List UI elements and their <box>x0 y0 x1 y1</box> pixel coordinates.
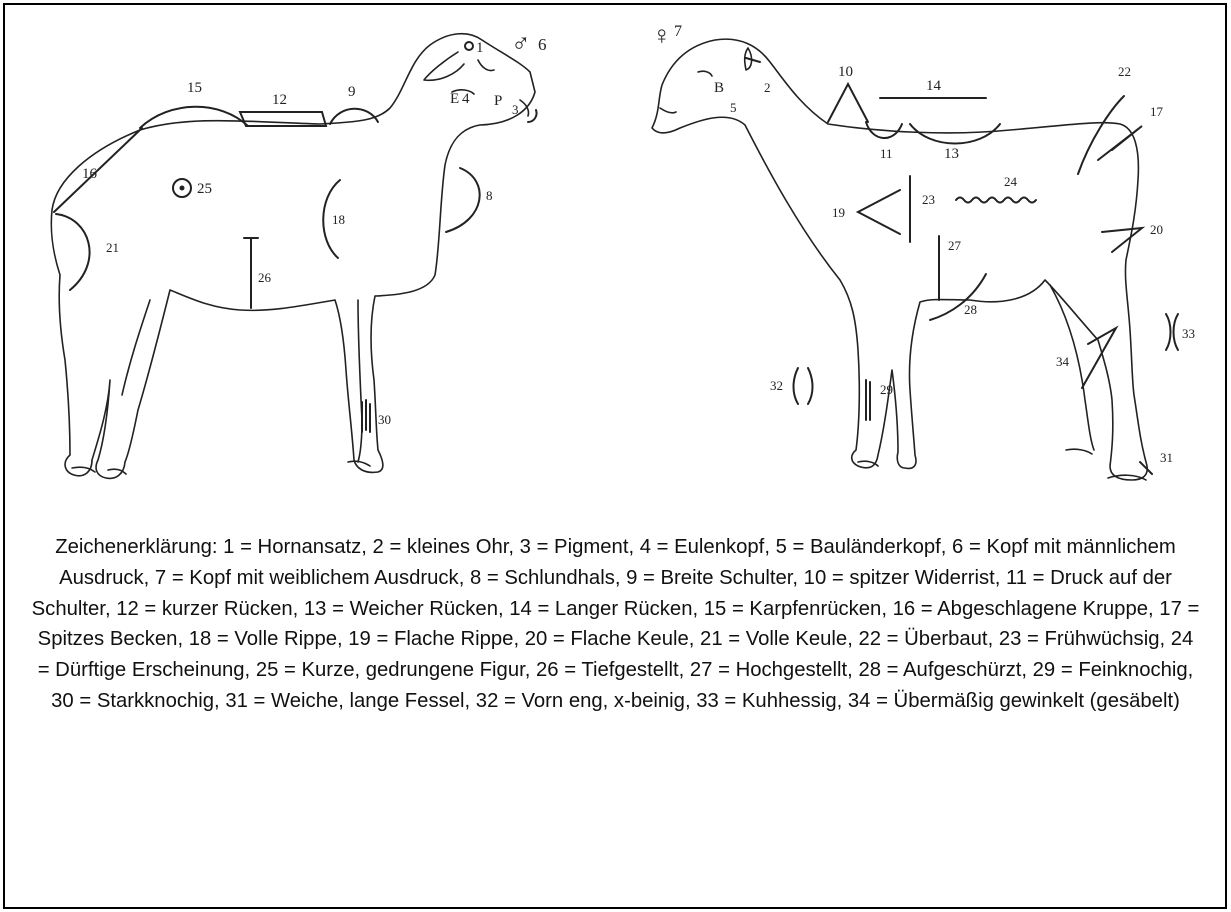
label-10: 10 <box>838 64 853 80</box>
label-23: 23 <box>922 192 935 207</box>
sheep-diagram: 15 12 9 1 ♂ 6 E 4 P 3 16 25 18 8 21 26 3… <box>0 0 1231 520</box>
label-6: 6 <box>538 35 547 54</box>
label-2: 2 <box>764 80 771 95</box>
label-26: 26 <box>258 270 272 285</box>
right-sheep-outline <box>652 39 1147 480</box>
label-29: 29 <box>880 382 893 397</box>
label-25: 25 <box>197 181 212 197</box>
label-3: 3 <box>512 102 519 117</box>
label-22: 22 <box>1118 64 1131 79</box>
label-13: 13 <box>944 146 959 162</box>
label-12: 12 <box>272 92 287 108</box>
label-24: 24 <box>1004 174 1018 189</box>
label-4: 4 <box>462 91 470 107</box>
legend-text: Zeichenerklärung: 1 = Hornansatz, 2 = kl… <box>30 532 1201 717</box>
label-34: 34 <box>1056 354 1070 369</box>
label-7: 7 <box>674 23 682 40</box>
label-8: 8 <box>486 188 493 203</box>
label-1: 1 <box>476 40 484 56</box>
label-20: 20 <box>1150 222 1163 237</box>
male-symbol: ♂ <box>511 29 531 58</box>
label-15: 15 <box>187 80 202 96</box>
label-e: E <box>450 91 459 107</box>
label-16: 16 <box>82 166 98 182</box>
label-14: 14 <box>926 78 942 94</box>
female-symbol: ♀ <box>652 21 672 50</box>
label-b: B <box>714 80 724 96</box>
label-p: P <box>494 93 502 109</box>
label-31: 31 <box>1160 450 1173 465</box>
label-33: 33 <box>1182 326 1195 341</box>
label-11: 11 <box>880 146 893 161</box>
label-18: 18 <box>332 212 345 227</box>
label-21: 21 <box>106 240 119 255</box>
label-28: 28 <box>964 302 977 317</box>
label-30: 30 <box>378 412 391 427</box>
label-9: 9 <box>348 84 356 100</box>
label-5: 5 <box>730 100 737 115</box>
label-17: 17 <box>1150 104 1164 119</box>
right-sheep-labels: ♀ 7 2 B 5 10 14 11 13 22 17 19 23 24 20 … <box>652 21 1195 465</box>
label-27: 27 <box>948 238 962 253</box>
left-sheep-labels: 15 12 9 1 ♂ 6 E 4 P 3 16 25 18 8 21 26 3… <box>82 29 547 427</box>
label-32: 32 <box>770 378 783 393</box>
label-19: 19 <box>832 205 845 220</box>
